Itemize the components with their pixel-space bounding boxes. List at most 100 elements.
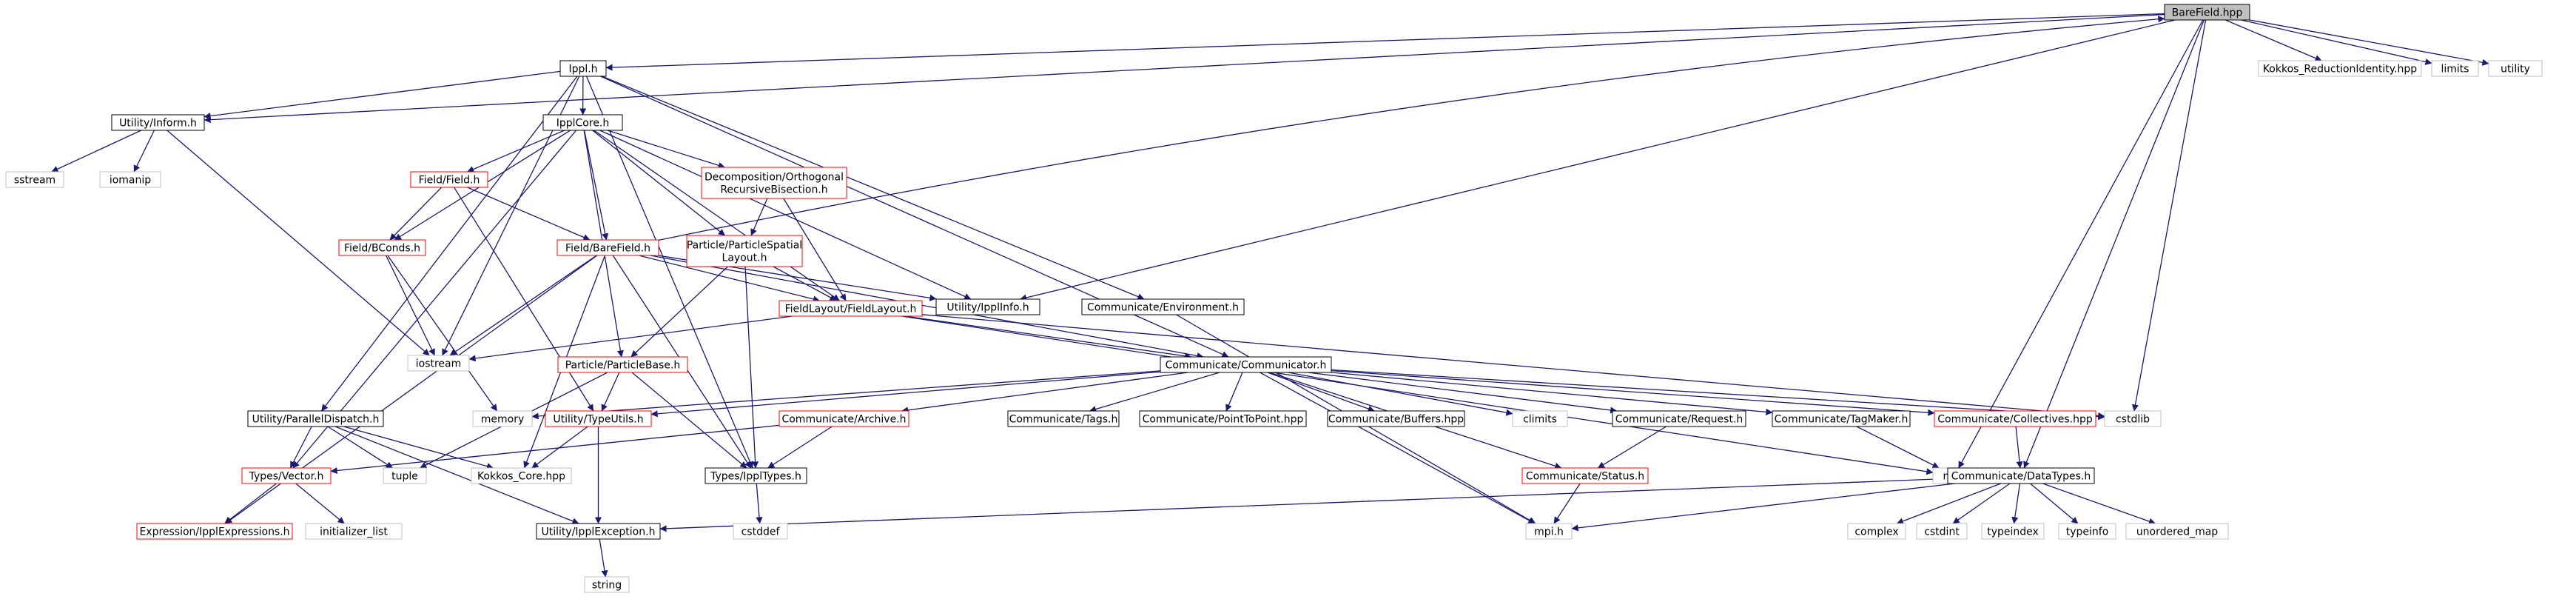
node-label: Communicate/PointToPoint.hpp [1143, 414, 1304, 426]
node-label: Kokkos_Core.hpp [477, 471, 565, 483]
graph-node-decomp-orb[interactable]: Decomposition/OrthogonalRecursiveBisecti… [701, 167, 847, 199]
edge-field-bconds-to-memory [387, 255, 498, 412]
graph-node-kokkos-reductionidentity: Kokkos_ReductionIdentity.hpp [2258, 60, 2422, 77]
node-box [2431, 60, 2479, 77]
edge-ippl-h-to-types-ippltypes [585, 76, 753, 469]
node-box [1916, 523, 1968, 540]
node-box [2058, 523, 2116, 540]
node-label: Ippl.h [568, 64, 597, 76]
graph-node-field-bconds[interactable]: Field/BConds.h [338, 239, 426, 256]
node-label: climits [1523, 414, 1557, 426]
node-label: Utility/TypeUtils.h [553, 414, 643, 426]
graph-node-fieldlayout[interactable]: FieldLayout/FieldLayout.h [778, 300, 923, 317]
node-label: limits [2441, 64, 2469, 76]
graph-node-memory: memory [472, 410, 533, 427]
edge-utility-parallel-to-kokkos-core [343, 426, 494, 470]
graph-node-comm-status[interactable]: Communicate/Status.h [1521, 467, 1649, 484]
graph-node-tuple: tuple [383, 467, 427, 484]
graph-node-field-field[interactable]: Field/Field.h [410, 171, 488, 188]
node-label: Field/Field.h [419, 175, 480, 187]
graph-node-initializer-list: initializer_list [305, 523, 403, 540]
graph-node-comm-tagmaker[interactable]: Communicate/TagMaker.h [1772, 410, 1911, 427]
graph-node-barefield-hpp[interactable]: BareField.hpp [2164, 4, 2250, 21]
graph-node-comm-communicator[interactable]: Communicate/Communicator.h [1160, 356, 1332, 373]
node-box [1081, 298, 1245, 315]
edge-ipplcore-to-decomp-orb [607, 130, 725, 169]
edge-particle-spatial-to-fieldlayout [773, 266, 837, 301]
node-box [407, 355, 470, 372]
node-label: Communicate/Request.h [1615, 414, 1743, 426]
node-label: Communicate/Archive.h [781, 414, 906, 426]
graph-node-sstream: sstream [5, 171, 64, 188]
node-box [686, 235, 803, 267]
graph-node-utility-typeutils[interactable]: Utility/TypeUtils.h [545, 410, 652, 427]
node-box [1139, 410, 1307, 427]
node-label: Communicate/TagMaker.h [1775, 414, 1909, 426]
node-label: initializer_list [320, 526, 388, 538]
node-label: utility [2501, 64, 2530, 76]
node-label: Communicate/Status.h [1526, 471, 1644, 483]
node-box [241, 467, 332, 484]
node-box [1772, 410, 1911, 427]
edge-field-barefield-to-comm-communicator [650, 255, 1204, 359]
graph-node-mpi-h: mpi.h [1525, 523, 1573, 540]
node-box [2104, 410, 2162, 427]
graph-node-expression[interactable]: Expression/IpplExpressions.h [136, 523, 293, 540]
node-box [1327, 410, 1465, 427]
edge-field-field-to-field-barefield [467, 187, 591, 241]
graph-node-types-ippltypes[interactable]: Types/IpplTypes.h [704, 467, 807, 484]
graph-node-utility-ipplinfo[interactable]: Utility/IpplInfo.h [935, 298, 1040, 315]
graph-node-comm-request[interactable]: Communicate/Request.h [1612, 410, 1746, 427]
edge-comm-tagmaker-to-map [1856, 426, 1940, 469]
graph-node-ippl-h[interactable]: Ippl.h [559, 60, 607, 77]
graph-node-kokkos-core: Kokkos_Core.hpp [471, 467, 572, 484]
graph-node-comm-tags[interactable]: Communicate/Tags.h [1007, 410, 1120, 427]
graph-node-cstdlib: cstdlib [2104, 410, 2162, 427]
node-label: Communicate/Buffers.hpp [1328, 414, 1464, 426]
edge-comm-communicator-to-comm-tags [1089, 372, 1220, 412]
graph-node-comm-collectives[interactable]: Communicate/Collectives.hpp [1934, 410, 2096, 427]
node-label: Particle/ParticleBase.h [565, 360, 681, 372]
graph-node-ipplcore[interactable]: IpplCore.h [542, 114, 623, 131]
graph-node-limits: limits [2431, 60, 2479, 77]
graph-node-types-vector[interactable]: Types/Vector.h [241, 467, 332, 484]
graph-node-utility-inform[interactable]: Utility/Inform.h [111, 114, 205, 131]
node-box [545, 410, 652, 427]
edge-types-ippltypes-to-cstddef [756, 483, 763, 524]
node-box [2258, 60, 2422, 77]
edge-field-bconds-to-iostream [386, 255, 435, 356]
graph-node-particle-base[interactable]: Particle/ParticleBase.h [557, 356, 688, 373]
node-label: Communicate/Collectives.hpp [1937, 414, 2093, 426]
edge-field-field-to-utility-typeutils [454, 187, 594, 412]
node-box [383, 467, 427, 484]
graph-node-utility-parallel[interactable]: Utility/ParallelDispatch.h [247, 410, 384, 427]
edge-comm-communicator-to-cstdlib [1331, 369, 2105, 421]
edge-utility-exception-to-string [599, 538, 608, 578]
graph-node-comm-environment[interactable]: Communicate/Environment.h [1081, 298, 1245, 315]
edge-comm-archive-to-types-ippltypes [767, 426, 833, 469]
graph-node-comm-datatypes[interactable]: Communicate/DataTypes.h [1947, 467, 2095, 484]
graph-node-comm-archive[interactable]: Communicate/Archive.h [778, 410, 909, 427]
edge-particle-base-to-types-ippltypes [631, 372, 747, 469]
graph-node-comm-buffers[interactable]: Communicate/Buffers.hpp [1327, 410, 1465, 427]
graph-node-field-barefield[interactable]: Field/BareField.h [556, 239, 659, 256]
graph-node-comm-p2p[interactable]: Communicate/PointToPoint.hpp [1139, 410, 1307, 427]
edge-particle-spatial-to-types-ippltypes [744, 266, 759, 469]
node-label: Particle/ParticleSpatial [687, 240, 802, 252]
edge-comm-communicator-to-comm-archive [901, 372, 1188, 414]
node-label: Communicate/Environment.h [1087, 302, 1239, 314]
edge-comm-communicator-to-mpi-h [1260, 372, 1536, 524]
node-box [1847, 523, 1906, 540]
node-box [536, 523, 661, 540]
edge-field-barefield-to-iostream [449, 255, 597, 356]
edge-ippl-h-to-utility-parallel [320, 76, 578, 412]
edge-comm-archive-to-types-vector [330, 424, 780, 475]
node-label: unordered_map [2136, 526, 2218, 538]
edge-comm-communicator-to-comm-buffers [1267, 372, 1375, 412]
graph-node-utility-exception[interactable]: Utility/IpplException.h [536, 523, 661, 540]
node-label: FieldLayout/FieldLayout.h [785, 304, 917, 315]
edge-ippl-h-to-utility-inform [204, 70, 561, 120]
node-box [1947, 467, 2095, 484]
